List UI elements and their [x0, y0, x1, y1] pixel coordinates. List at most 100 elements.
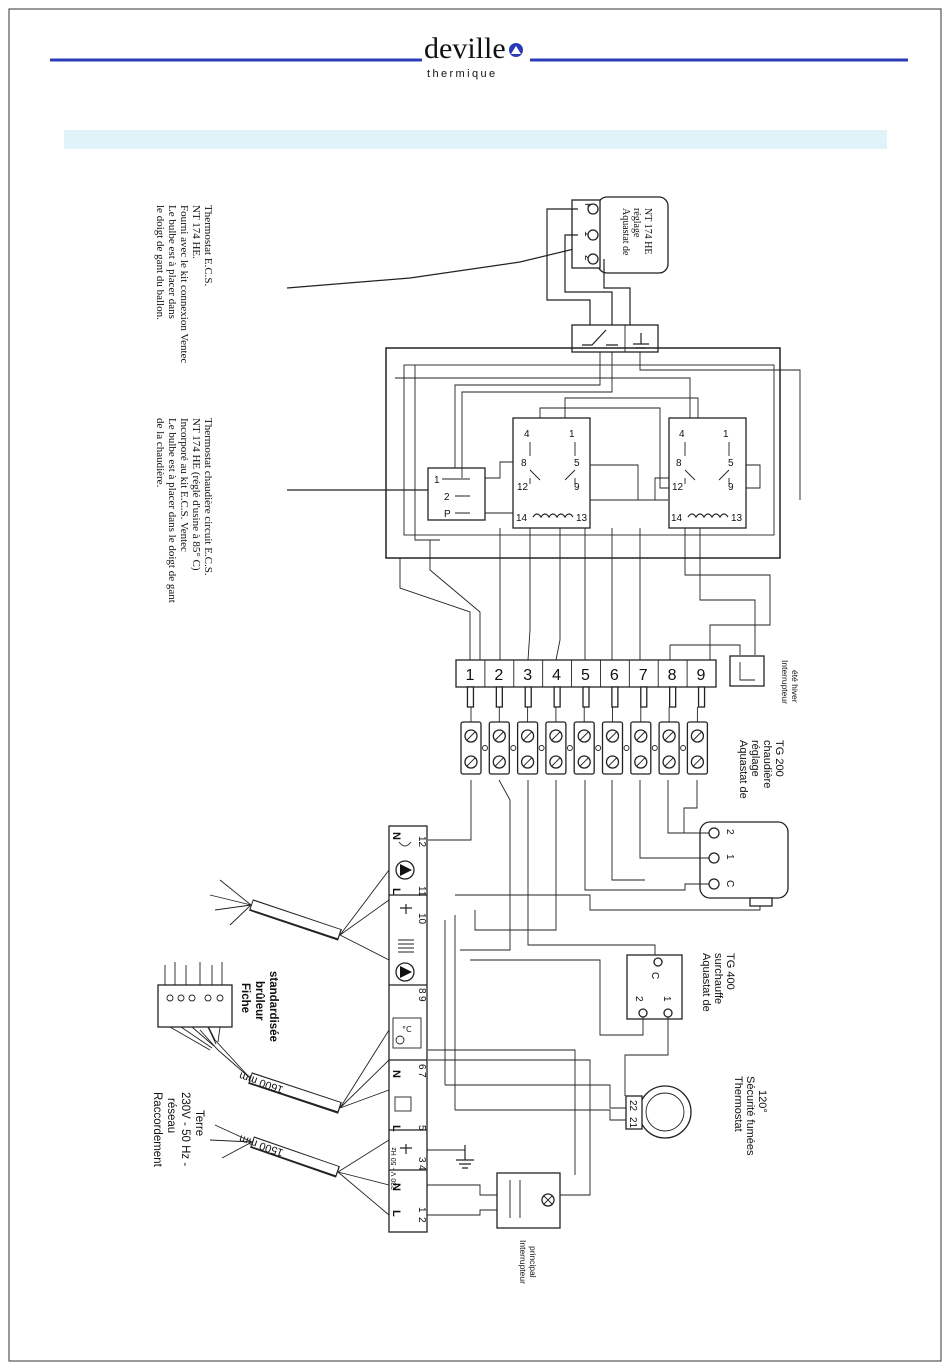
wire — [470, 959, 644, 1036]
brand-name: deville — [424, 32, 506, 65]
relay-pin: 4 — [679, 429, 685, 440]
aquastat-reglage-top: P 1 2 Aquastat de réglage NT 174 HE — [571, 196, 669, 274]
screw-icon — [188, 994, 196, 1002]
label-line: réglage — [749, 740, 761, 777]
label-line: Thermostat E.C.S. — [202, 205, 214, 287]
label-line: TG 200 — [773, 740, 785, 777]
burner-relay-box — [392, 1017, 422, 1049]
fumees-disc-inner — [645, 1092, 685, 1132]
strip-wiring — [399, 528, 771, 661]
relay-coil-icon — [532, 513, 574, 519]
screw-slot — [494, 757, 504, 767]
relay-pin: 8 — [676, 458, 682, 469]
tg200-bulb — [749, 897, 773, 907]
relay-coil-icon — [687, 513, 729, 519]
svg-text:Thermostat E.C.S. NT 174: Thermostat E.C.S. NT 174 HE. Fourni avec… — [154, 205, 214, 366]
tg400-pin: 1 — [661, 996, 672, 1002]
wire — [414, 365, 440, 541]
wire — [428, 1059, 591, 1196]
wire — [527, 780, 656, 955]
label-line: surchauffe — [712, 953, 724, 1004]
aquastat-top-pin: P — [582, 203, 593, 210]
screw-slot — [494, 731, 504, 741]
board-section-letter: L — [390, 1210, 402, 1217]
ground-icon — [400, 904, 412, 914]
label-line: Fourni avec le kit connexion Ventec — [178, 205, 190, 363]
svg-text:Aquastat de surchauffe: Aquastat de surchauffe TG 400 — [700, 953, 736, 1015]
label-line: NT 174 HE — [642, 208, 653, 254]
board-terminal-number: 12 — [416, 836, 427, 848]
tg400-body — [626, 954, 683, 1020]
board-letter-wrap: N — [390, 1183, 402, 1191]
radiator-icon — [398, 939, 414, 953]
board-section-letter: L — [390, 1125, 402, 1132]
screw-icon — [587, 229, 599, 241]
interrupteur-principal: Interrupteur principal — [427, 1059, 591, 1284]
relay-pin: 9 — [728, 482, 734, 493]
wire — [624, 1017, 669, 1096]
label-line: TG 400 — [724, 953, 736, 990]
wire — [669, 644, 741, 660]
wire — [590, 477, 669, 501]
relay-pin: 8 — [521, 458, 527, 469]
label-line: principal — [528, 1246, 538, 1278]
wire — [564, 234, 613, 325]
screw-slot — [579, 731, 589, 741]
relay-pin: 9 — [574, 482, 580, 493]
board-terminal-number-wrap: 7 — [416, 1072, 427, 1078]
screw-slot — [466, 731, 476, 741]
screw-slot — [636, 731, 646, 741]
wire — [746, 464, 761, 489]
terminal-strip-pins — [466, 686, 706, 708]
cable-pump-wires — [339, 869, 390, 961]
screw-slot — [579, 757, 589, 767]
tg200-pin: C — [724, 880, 735, 887]
label-line: Aquastat de — [620, 208, 631, 256]
screw-slot — [664, 757, 674, 767]
label-line: réseau — [165, 1098, 177, 1133]
screw-icon — [653, 957, 663, 967]
thermostat-box: 1 2 P — [427, 467, 486, 521]
label-fumees: Thermostat Sécurité fumées 120° — [732, 1076, 768, 1156]
label-line: Incorporé au kit E.C.S. Ventec — [178, 418, 190, 552]
terminal-strip-dividers — [484, 660, 688, 687]
label-line: été hiver — [790, 670, 800, 703]
relay-right-body — [668, 417, 747, 529]
relay-pin: 14 — [671, 513, 683, 524]
wire — [584, 780, 709, 891]
terminal-number: 2 — [494, 667, 503, 684]
screw-icon — [663, 1008, 673, 1018]
terminal-pin — [669, 686, 677, 708]
label-line: Aquastat de — [700, 953, 712, 1012]
screw-icon — [587, 203, 599, 215]
wire — [667, 780, 709, 834]
board-section-letter: N — [390, 1183, 402, 1191]
board-section-letter: N — [390, 1070, 402, 1078]
thermostat-pin: 1 — [434, 475, 440, 486]
wire — [564, 397, 699, 418]
pump-icon-arrow — [400, 864, 412, 876]
thermostat-box-body — [427, 467, 486, 521]
terminal-pin — [640, 686, 648, 708]
wire — [539, 407, 669, 489]
svg-text:Thermostat chaudière circuit E: Thermostat chaudière circuit E.C.S. NT 1… — [154, 418, 214, 606]
board-terminal-number-wrap: 10 — [416, 913, 427, 925]
terminal-number: 6 — [610, 667, 619, 684]
terminal-strip-body — [455, 659, 717, 688]
label-fiche-bruleur: Fiche brûleur standardisée — [239, 971, 279, 1042]
label-thermostat-chaudiere: Thermostat chaudière circuit E.C.S. NT 1… — [154, 418, 214, 606]
label-line: de la chaudière. — [154, 418, 166, 488]
board-terminal-number: 3 — [416, 1157, 427, 1163]
terminal-pin — [524, 686, 532, 708]
screw-slot — [693, 757, 702, 767]
wire — [699, 528, 756, 655]
wire — [546, 208, 591, 325]
label-line: le doigt de gant du ballon. — [154, 205, 166, 320]
connector-row — [460, 707, 709, 775]
board-terminal-number: 2 — [416, 1217, 427, 1223]
svg-text:Raccordement réseau: Raccordement réseau 230V - 50 Hz - Terre — [151, 1092, 205, 1170]
board-section-lines — [389, 894, 427, 1171]
header: deville thermique — [50, 32, 908, 149]
